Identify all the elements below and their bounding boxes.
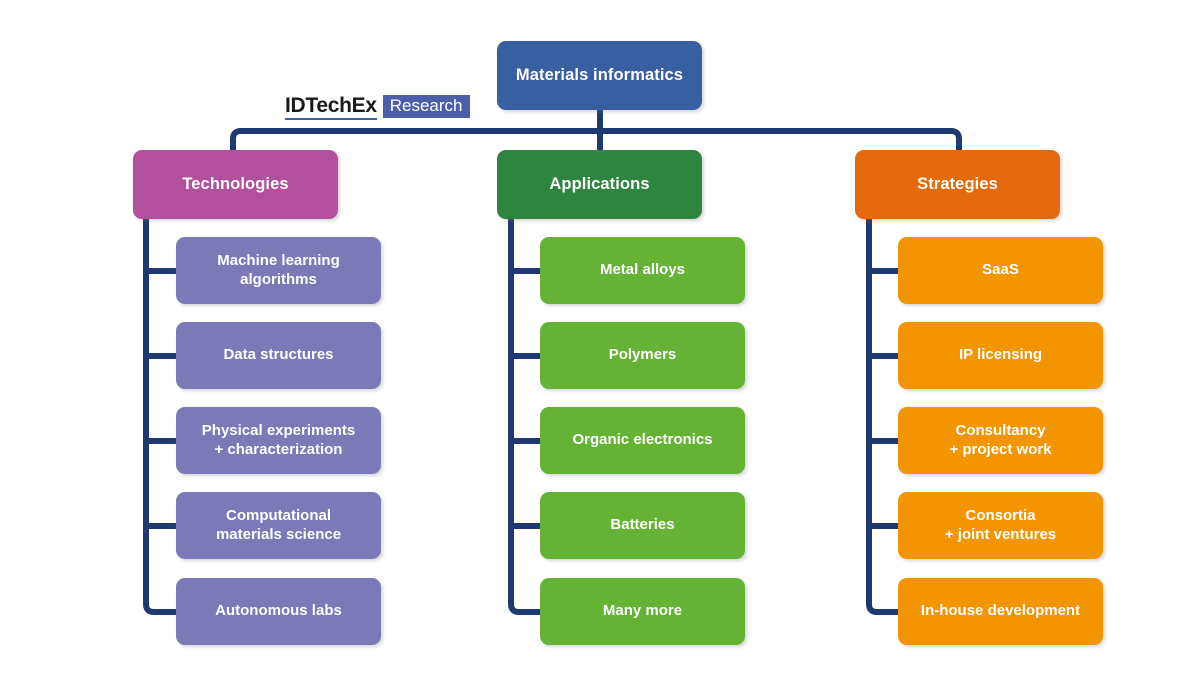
- node-ip-licensing[interactable]: IP licensing: [898, 322, 1103, 389]
- node-applications[interactable]: Applications: [497, 150, 702, 219]
- node-in-house-development[interactable]: In-house development: [898, 578, 1103, 645]
- node-autonomous-labs[interactable]: Autonomous labs: [176, 578, 381, 645]
- node-batteries[interactable]: Batteries: [540, 492, 745, 559]
- node-strategies[interactable]: Strategies: [855, 150, 1060, 219]
- node-polymers[interactable]: Polymers: [540, 322, 745, 389]
- node-consultancy-project-work[interactable]: Consultancy + project work: [898, 407, 1103, 474]
- node-consortia-joint-ventures[interactable]: Consortia + joint ventures: [898, 492, 1103, 559]
- node-technologies[interactable]: Technologies: [133, 150, 338, 219]
- node-saas[interactable]: SaaS: [898, 237, 1103, 304]
- node-data-structures[interactable]: Data structures: [176, 322, 381, 389]
- idtechex-research-logo: IDTechEx Research: [285, 94, 470, 121]
- node-physical-experiments-characterization[interactable]: Physical experiments + characterization: [176, 407, 381, 474]
- node-organic-electronics[interactable]: Organic electronics: [540, 407, 745, 474]
- logo-research-badge: Research: [382, 95, 470, 118]
- node-computational-materials-science[interactable]: Computational materials science: [176, 492, 381, 559]
- node-machine-learning-algorithms[interactable]: Machine learning algorithms: [176, 237, 381, 304]
- node-materials-informatics[interactable]: Materials informatics: [497, 41, 702, 110]
- node-many-more[interactable]: Many more: [540, 578, 745, 645]
- logo-wordmark: IDTechEx: [285, 94, 377, 121]
- node-metal-alloys[interactable]: Metal alloys: [540, 237, 745, 304]
